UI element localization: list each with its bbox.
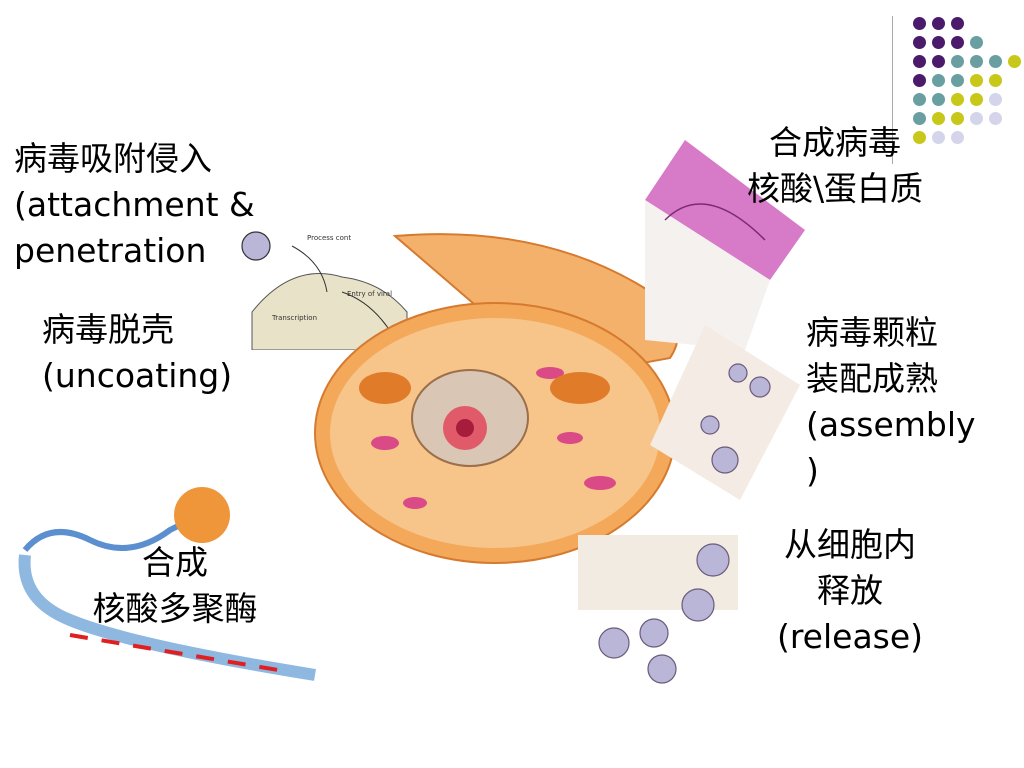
assembly-en-2: ) — [806, 451, 819, 490]
decorative-dot — [989, 112, 1002, 125]
attachment-diagram: Process cont Entry of viral Transcriptio… — [232, 222, 412, 350]
label-polymerase: 合成 核酸多聚酶 — [65, 540, 285, 632]
dna-polymerase-illustration — [10, 480, 320, 690]
decorative-dot — [932, 112, 945, 125]
assembly-cn-1: 病毒颗粒 — [806, 313, 938, 352]
decorative-dot — [951, 55, 964, 68]
decorative-dot — [970, 93, 983, 106]
uncoating-en: (uncoating) — [42, 356, 233, 395]
release-en: (release) — [776, 617, 924, 656]
release-cn-1: 从细胞内 — [784, 525, 916, 564]
assembly-en-1: (assembly — [806, 405, 976, 444]
polymerase-line2: 核酸多聚酶 — [92, 589, 258, 628]
synthesis-line2: 核酸\蛋白质 — [746, 169, 924, 208]
svg-text:Transcription: Transcription — [271, 314, 317, 322]
decorative-dot — [932, 74, 945, 87]
cell-illustration — [300, 228, 690, 573]
release-diagram — [578, 535, 738, 685]
release-cn-2: 释放 — [817, 571, 883, 610]
polymerase-line1: 合成 — [142, 543, 208, 582]
decorative-dot — [970, 74, 983, 87]
attachment-cn: 病毒吸附侵入 — [14, 139, 212, 178]
decorative-dot — [913, 93, 926, 106]
decorative-dot — [913, 74, 926, 87]
decorative-dot — [913, 36, 926, 49]
decorative-dot — [932, 93, 945, 106]
svg-text:Process cont: Process cont — [307, 234, 351, 242]
decorative-dot — [951, 17, 964, 30]
label-release: 从细胞内 释放 (release) — [760, 522, 940, 660]
decorative-dot — [932, 36, 945, 49]
decorative-dot — [970, 55, 983, 68]
label-synthesis: 合成病毒 核酸\蛋白质 — [730, 120, 940, 212]
divider-line — [892, 16, 893, 164]
decorative-dot — [951, 36, 964, 49]
decorative-dot — [970, 112, 983, 125]
attachment-en-1: (attachment & — [14, 185, 255, 224]
attachment-en-2: penetration — [14, 231, 207, 270]
label-assembly: 病毒颗粒 装配成熟 (assembly ) — [806, 310, 976, 494]
decorative-dot — [913, 131, 926, 144]
decorative-dot — [932, 131, 945, 144]
decorative-dot — [951, 93, 964, 106]
decorative-dot — [932, 17, 945, 30]
decorative-dot — [951, 131, 964, 144]
decorative-dot — [951, 112, 964, 125]
synthesis-diagram — [645, 140, 805, 350]
decorative-dot — [989, 55, 1002, 68]
decorative-dot — [989, 93, 1002, 106]
svg-text:Entry of viral: Entry of viral — [347, 290, 392, 298]
label-uncoating: 病毒脱壳 (uncoating) — [42, 307, 232, 399]
decorative-dot — [989, 74, 1002, 87]
decorative-dot — [913, 112, 926, 125]
decorative-dot — [1008, 55, 1021, 68]
decorative-dot — [970, 36, 983, 49]
assembly-cn-2: 装配成熟 — [806, 359, 938, 398]
decorative-dot — [913, 17, 926, 30]
decorative-dot — [913, 55, 926, 68]
assembly-diagram — [650, 325, 800, 500]
decorative-dot — [932, 55, 945, 68]
decorative-dot — [951, 74, 964, 87]
uncoating-cn: 病毒脱壳 — [42, 310, 174, 349]
synthesis-line1: 合成病毒 — [769, 123, 901, 162]
label-attachment: 病毒吸附侵入 (attachment & penetration — [14, 136, 255, 274]
